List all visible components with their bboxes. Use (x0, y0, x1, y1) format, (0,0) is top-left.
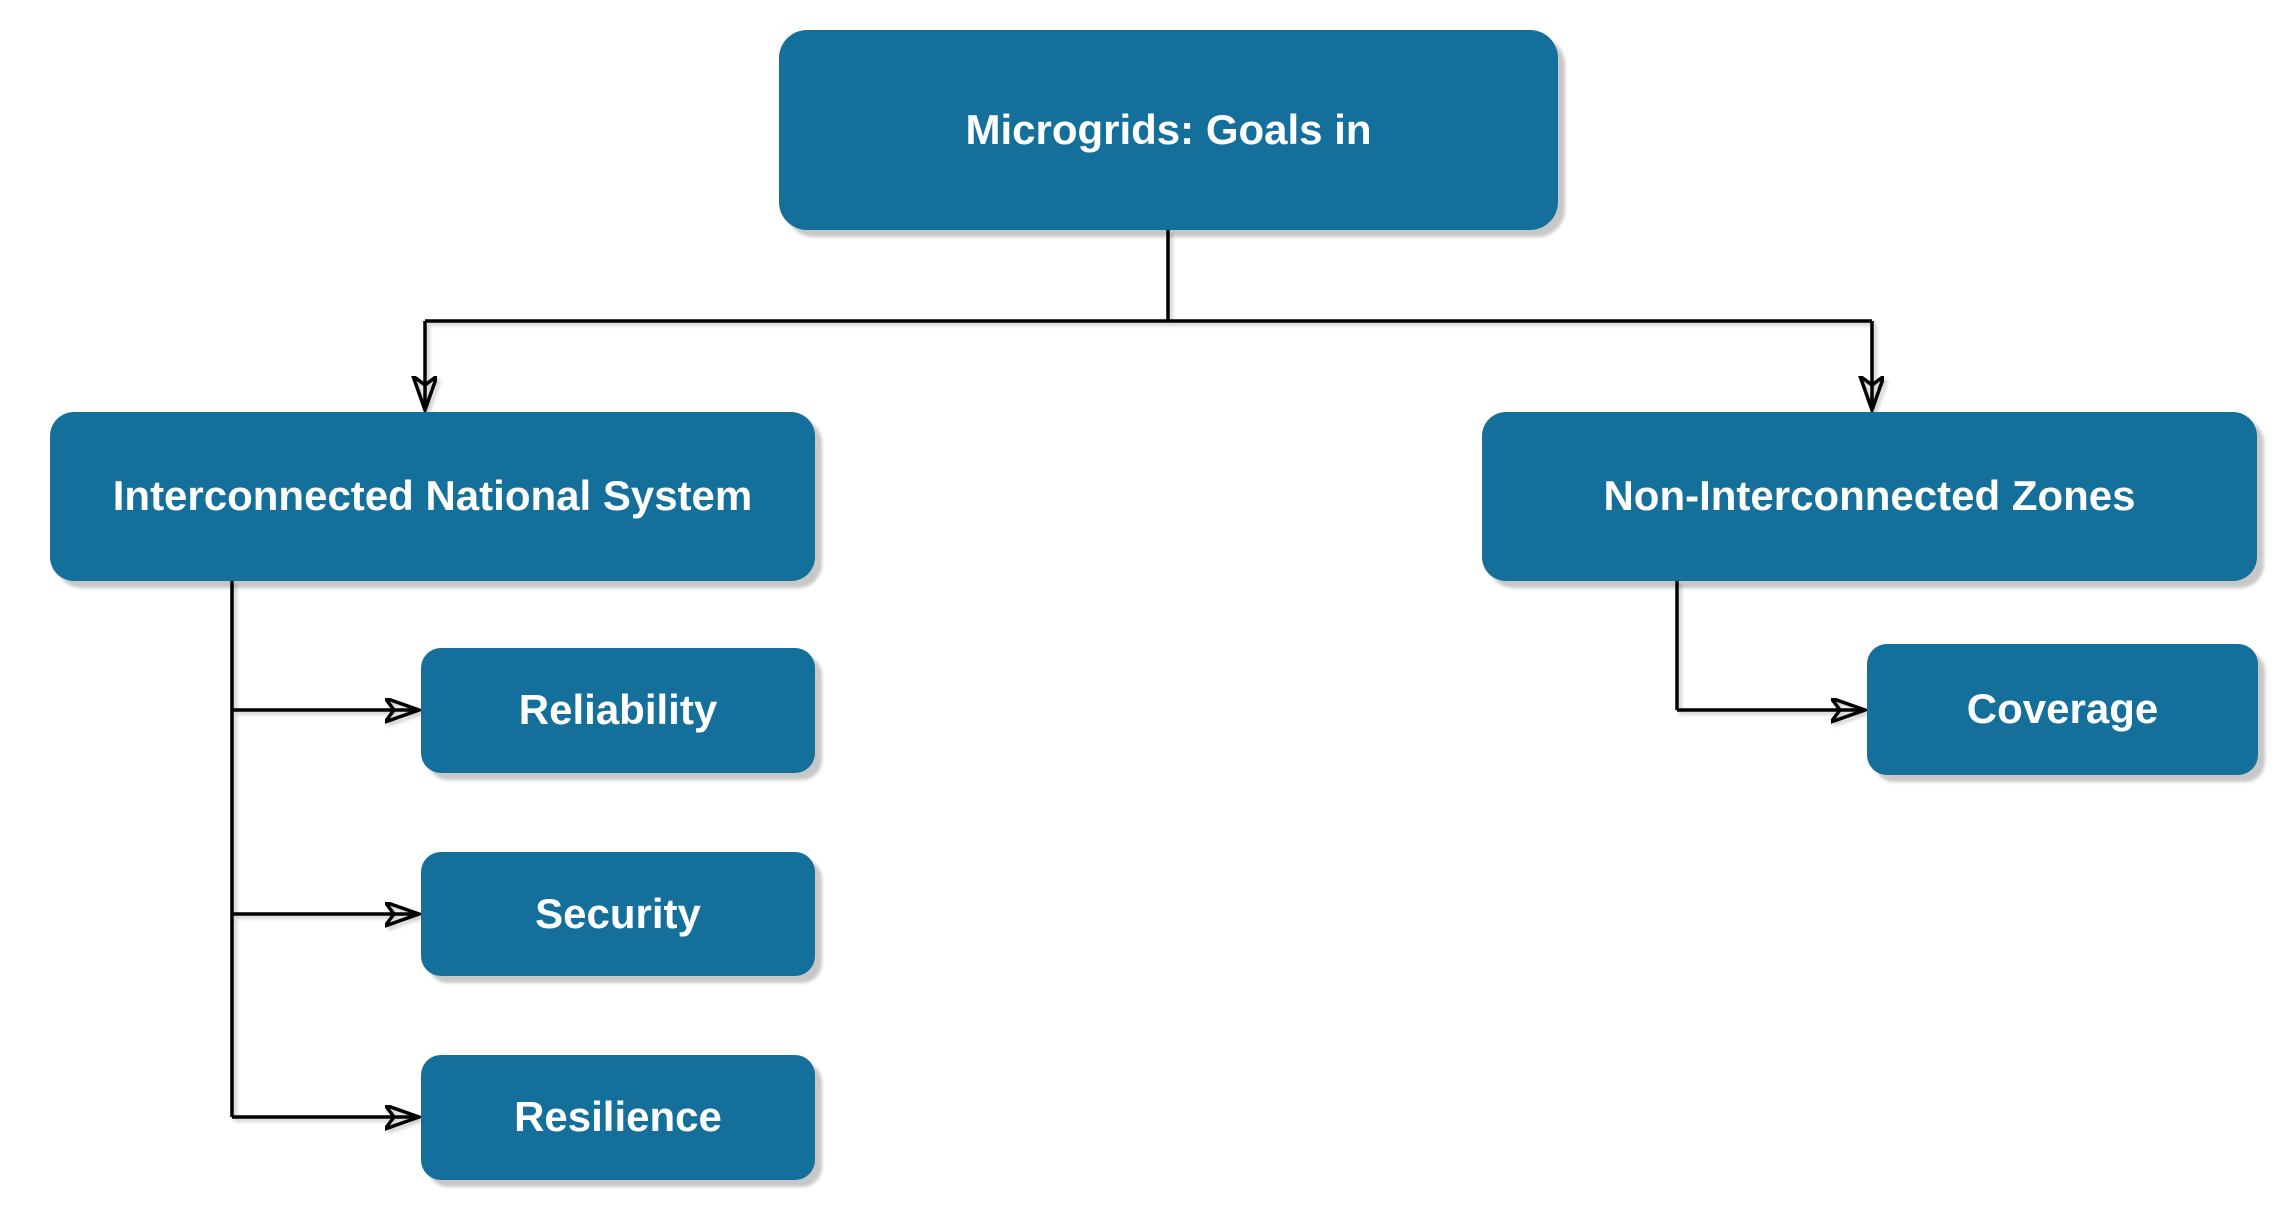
node-security[interactable]: Security (421, 852, 815, 976)
node-reliability-label: Reliability (518, 686, 718, 734)
node-non-interconnected-zones[interactable]: Non-Interconnected Zones (1482, 412, 2257, 581)
node-root[interactable]: Microgrids: Goals in (779, 30, 1558, 230)
node-resilience-label: Resilience (514, 1093, 722, 1141)
node-resilience[interactable]: Resilience (421, 1055, 815, 1180)
node-root-label: Microgrids: Goals in (965, 105, 1372, 153)
node-reliability[interactable]: Reliability (421, 648, 815, 773)
node-interconnected-label: Interconnected National System (112, 472, 753, 520)
node-coverage[interactable]: Coverage (1867, 644, 2258, 775)
node-interconnected-national-system[interactable]: Interconnected National System (50, 412, 815, 581)
node-coverage-label: Coverage (1966, 685, 2159, 733)
node-security-label: Security (535, 889, 701, 937)
node-non-interconnected-label: Non-Interconnected Zones (1603, 472, 2136, 520)
